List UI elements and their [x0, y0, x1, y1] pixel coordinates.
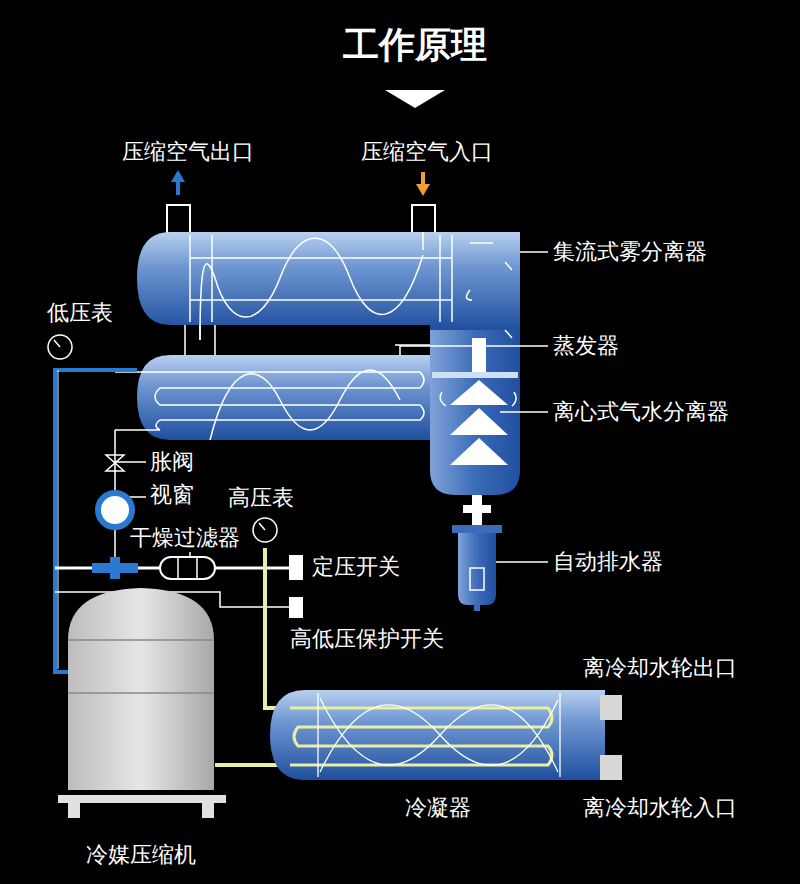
protection-switch	[289, 597, 303, 618]
cone	[450, 380, 508, 405]
leaders	[115, 252, 548, 562]
tube-sheet	[211, 235, 213, 322]
part-label: 高低压保护开关	[290, 627, 444, 651]
compressor-leg	[202, 803, 214, 818]
swirl	[440, 392, 516, 406]
part-label: 蒸发器	[553, 334, 619, 358]
coil	[115, 372, 424, 430]
tube-sheet	[189, 235, 191, 322]
compressor-base	[58, 795, 226, 803]
condenser	[270, 690, 605, 780]
part-label: 集流式雾分离器	[553, 240, 707, 264]
part-label: 视窗	[150, 483, 194, 507]
compressor-seam	[68, 692, 214, 694]
pipe-junction	[110, 557, 120, 579]
part-label: 自动排水器	[553, 550, 663, 574]
air-flow	[210, 370, 400, 440]
part-label: 胀阀	[150, 450, 194, 474]
part-label: 压缩空气入口	[361, 140, 493, 164]
filter-body	[160, 557, 215, 579]
cone	[450, 408, 508, 435]
compressor-body	[68, 588, 214, 790]
part-label: 冷凝器	[405, 796, 471, 820]
part-label: 离心式气水分离器	[553, 400, 729, 424]
drain-outlet	[474, 605, 480, 611]
gauge-needle	[54, 340, 60, 347]
leader-line	[115, 461, 146, 463]
part-label: 定压开关	[312, 555, 400, 579]
filter-line	[196, 558, 198, 578]
part-label: 压缩空气出口	[122, 140, 254, 164]
float	[470, 568, 484, 590]
valve-symbol	[106, 455, 124, 463]
part-label: 低压表	[47, 301, 113, 325]
sight-glass	[98, 493, 132, 527]
outlet-arrowhead	[171, 170, 185, 182]
compressor-leg	[68, 803, 80, 818]
part-label: 干燥过滤器	[130, 526, 240, 550]
title: 工作原理	[343, 25, 487, 65]
tube	[190, 299, 452, 301]
gauges	[48, 335, 277, 542]
cyclone	[432, 338, 518, 465]
part-label: 离冷却水轮入口	[583, 796, 737, 820]
drain-cap	[452, 525, 502, 533]
part-label: 高压表	[228, 486, 294, 510]
low-pressure-gauge	[48, 335, 72, 359]
gauge-needle	[259, 523, 265, 530]
separator-column	[430, 322, 520, 495]
water-flow	[318, 693, 560, 777]
pre-cooler-lines	[190, 232, 512, 340]
high-pressure-gauge	[253, 518, 277, 542]
valve-symbol	[106, 463, 124, 471]
air-outlet-pipe	[167, 205, 190, 235]
flow-line	[320, 698, 558, 772]
air-flow	[200, 232, 423, 340]
water-outlet	[600, 695, 622, 720]
leader-line	[520, 251, 548, 253]
auto-drain	[452, 495, 502, 611]
air-inlet-pipe	[412, 205, 435, 235]
inlet-arrow	[421, 172, 425, 186]
leader-line	[496, 561, 548, 563]
tube	[190, 257, 452, 259]
evaporator	[137, 355, 430, 440]
air-arrows	[171, 170, 430, 196]
water-inlet	[600, 755, 622, 780]
pressure-switch	[289, 555, 303, 580]
tube-sheet	[317, 693, 318, 777]
evaporator-coil	[115, 325, 430, 440]
outlet-arrow	[176, 180, 180, 195]
drain-valve	[463, 505, 491, 513]
expansion-valve	[106, 455, 124, 471]
pre-cooler	[137, 232, 520, 330]
pipe	[185, 325, 400, 355]
leader-line	[128, 496, 146, 498]
part-label: 冷媒压缩机	[86, 843, 196, 867]
leader-line	[400, 345, 548, 347]
chevron	[385, 90, 445, 108]
cone	[450, 438, 508, 465]
liquid-line	[55, 430, 290, 607]
filter-line	[177, 558, 179, 578]
part-label: 离冷却水轮出口	[583, 656, 737, 680]
suction-pipe-edge	[58, 370, 59, 669]
drier-filter	[160, 557, 215, 579]
drain-bowl	[458, 533, 496, 605]
tube-sheet	[439, 235, 441, 322]
compressor-seam	[68, 639, 214, 641]
compressor	[58, 588, 226, 818]
air-flow	[466, 243, 512, 338]
tube-sheet	[451, 235, 453, 322]
mesh	[432, 372, 518, 378]
hot-pipe	[265, 548, 290, 708]
leader-line	[500, 411, 548, 413]
inlet-arrowhead	[416, 184, 430, 196]
tube-sheet	[559, 693, 560, 777]
